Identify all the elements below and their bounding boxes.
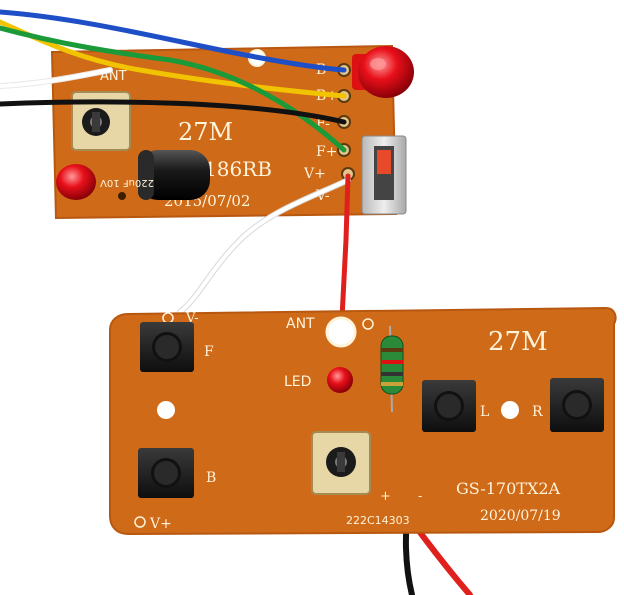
receiver-capacitor: 220uF 10V [100,150,210,200]
tx-led [327,367,353,393]
tx-button-right[interactable] [550,378,604,432]
tx-led-label: LED [284,374,311,390]
receiver-slide-switch [361,135,407,215]
wire-red-ant [339,173,351,321]
receiver-led-right [352,46,414,98]
tx-button-right-label: R [532,404,543,420]
tx-terminal-positive: + [380,489,391,504]
receiver-pad-labels: B- B+ F- F+ V+ V- [303,62,338,204]
tx-mount-hole [501,401,519,419]
tx-button-backward[interactable] [138,448,194,498]
receiver-trimmer [71,91,131,151]
wire-black-top [0,99,347,125]
tx-frequency-label: 27M [488,327,548,357]
receiver-chip-code: 186RB [204,157,272,181]
tx-button-left-label: L [480,404,489,420]
transmitter-pcb [109,306,617,536]
wires [0,9,473,595]
tx-button-forward[interactable] [140,322,194,372]
tx-model-label: GS-170TX2A [456,479,561,498]
tx-ant-pad [325,316,357,348]
receiver-led-left [56,164,96,200]
tx-ant-label: ANT [286,316,315,332]
tx-date-code: 2020/07/19 [480,508,561,524]
pad-label: F+ [316,144,337,160]
capacitor-label: 220uF 10V [100,177,154,188]
tx-trimmer [311,431,371,495]
tx-batch-code: 222C14303 [346,514,410,527]
pad-label: V+ [303,166,326,182]
tx-terminal-negative: - [418,489,422,504]
tx-button-left[interactable] [422,380,476,432]
tx-power-label-bottom: V+ [149,516,172,532]
tx-button-backward-label: B [206,470,216,486]
tx-mount-hole [157,401,175,419]
receiver-solder-pads [337,63,355,181]
wire-blue [0,9,347,73]
receiver-frequency-label: 27M [178,118,233,146]
tx-button-forward-label: F [204,344,214,360]
transmitter-board: V- V+ ANT LED 27M F [109,306,617,536]
tx-inductor [380,325,404,413]
receiver-board: ANT 27M 186RB 2015/07/02 B- B+ F- F+ V+ … [50,44,414,220]
